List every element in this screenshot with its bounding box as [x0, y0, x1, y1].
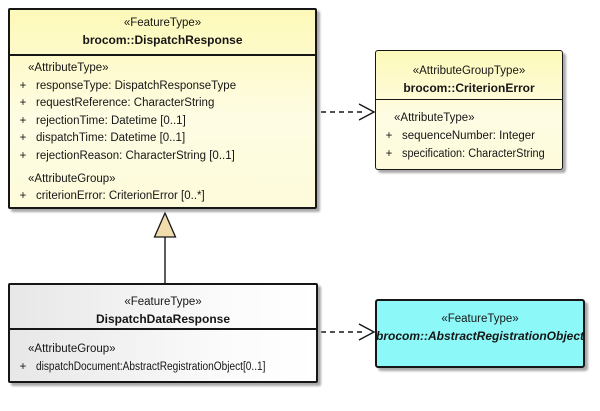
dependency-arrow-bottom [321, 323, 376, 341]
attribute-row: + rejectionTime: Datetime [0..1] [10, 113, 315, 131]
class-name: DispatchDataResponse [95, 311, 231, 326]
class-box-dispatch-data-response: «FeatureType» DispatchDataResponse «Attr… [8, 283, 318, 383]
visibility-symbol: + [19, 361, 27, 373]
visibility-symbol: + [19, 132, 27, 145]
visibility-symbol: + [19, 79, 27, 92]
class-box-criterion-error: «AttributeGroupType» brocom::CriterionEr… [375, 50, 563, 170]
attributes-compartment: «AttributeGroup» + dispatchDocument:Abst… [10, 330, 316, 376]
class-name: brocom::DispatchResponse [82, 32, 243, 47]
attribute-text: criterionError: CriterionError [0..*] [36, 190, 205, 203]
attribute-type-stereotype: «AttributeType» [394, 112, 475, 124]
visibility-symbol: + [19, 97, 27, 110]
visibility-symbol: + [19, 190, 27, 203]
class-box-abstract-registration-object: «FeatureType» brocom::AbstractRegistrati… [375, 299, 585, 368]
attribute-text: requestReference: CharacterString [36, 97, 215, 110]
attribute-type-stereotype: «AttributeType» [28, 62, 109, 74]
attribute-row: + requestReference: CharacterString [10, 95, 315, 113]
attribute-text: dispatchTime: Datetime [0..1] [36, 132, 186, 145]
class-header: «AttributeGroupType» brocom::CriterionEr… [376, 51, 562, 100]
class-name: brocom::CriterionError [403, 80, 535, 95]
attribute-row: + sequenceNumber: Integer [376, 127, 562, 145]
attributes-compartment: «AttributeType» + sequenceNumber: Intege… [376, 100, 562, 163]
attribute-text: dispatchDocument:AbstractRegistrationObj… [36, 361, 266, 373]
generalization-triangle-icon [153, 211, 177, 238]
stereotype-label: «FeatureType» [123, 17, 202, 29]
attribute-row: + dispatchTime: Datetime [0..1] [10, 130, 315, 148]
attribute-row: + specification: CharacterString [376, 145, 562, 163]
attribute-group-stereotype: «AttributeGroup» [28, 343, 116, 355]
open-arrowhead-icon [358, 103, 376, 121]
class-header: «FeatureType» brocom::DispatchResponse [10, 10, 315, 56]
attribute-row: + criterionError: CriterionError [0..*] [10, 188, 315, 206]
visibility-symbol: + [19, 149, 27, 162]
attribute-text: rejectionTime: Datetime [0..1] [36, 114, 186, 127]
attribute-row: + rejectionReason: CharacterString [0..1… [10, 148, 315, 166]
dependency-arrow-top [321, 103, 376, 121]
stereotype-label: «FeatureType» [124, 296, 202, 308]
attribute-text: responseType: DispatchResponseType [36, 79, 237, 92]
visibility-symbol: + [385, 130, 393, 142]
attribute-row: + dispatchDocument:AbstractRegistrationO… [10, 358, 316, 376]
attributes-compartment: «AttributeType» + responseType: Dispatch… [10, 56, 315, 206]
attribute-text: specification: CharacterString [402, 148, 545, 160]
generalization-arrow [153, 211, 177, 283]
open-arrowhead-icon [358, 323, 376, 341]
attribute-text: rejectionReason: CharacterString [0..1] [36, 149, 235, 162]
attribute-row: + responseType: DispatchResponseType [10, 78, 315, 96]
stereotype-label: «FeatureType» [441, 313, 519, 325]
attribute-text: sequenceNumber: Integer [402, 130, 535, 142]
stereotype-label: «AttributeGroupType» [412, 65, 526, 77]
visibility-symbol: + [19, 114, 27, 127]
class-box-dispatch-response: «FeatureType» brocom::DispatchResponse «… [8, 8, 317, 209]
attribute-group-stereotype: «AttributeGroup» [28, 172, 116, 185]
class-name: brocom::AbstractRegistrationObject [375, 328, 585, 343]
class-header: «FeatureType» DispatchDataResponse [10, 285, 316, 330]
visibility-symbol: + [385, 148, 393, 160]
